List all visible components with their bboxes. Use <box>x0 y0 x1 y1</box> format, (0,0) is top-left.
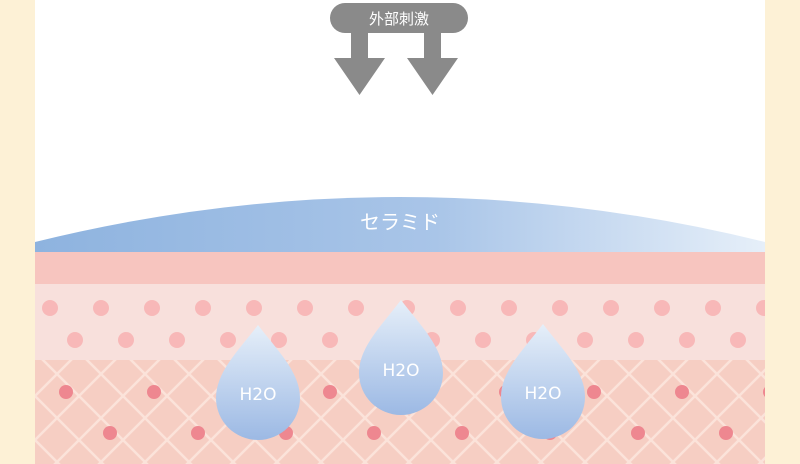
cell-dot <box>42 300 58 316</box>
cell-dots <box>42 300 765 348</box>
cell-dot <box>367 426 381 440</box>
cell-dot <box>450 300 466 316</box>
cell-dot <box>169 332 185 348</box>
cell-dot <box>322 332 338 348</box>
cell-dot <box>631 426 645 440</box>
water-droplet: H2O <box>501 324 585 439</box>
external-stimulus: 外部刺激 <box>330 3 468 95</box>
water-droplet: H2O <box>216 325 300 440</box>
water-droplets: H2O H2O H2O <box>216 300 585 440</box>
cell-dot <box>475 332 491 348</box>
cell-dot <box>628 332 644 348</box>
stimulus-badge <box>330 3 468 33</box>
left-margin <box>0 0 35 464</box>
diagram-svg: 外部刺激 セラミド <box>35 3 765 464</box>
cell-dot <box>756 300 765 316</box>
ceramide-label: セラミド <box>360 210 440 234</box>
cell-dot <box>59 385 73 399</box>
cell-dot <box>675 385 689 399</box>
cell-dot <box>603 300 619 316</box>
cell-dot <box>118 332 134 348</box>
droplet-label: H2O <box>383 361 420 381</box>
cell-dot <box>271 332 287 348</box>
cell-dot <box>195 300 211 316</box>
stratum-layer <box>35 252 765 284</box>
cell-dot <box>705 300 721 316</box>
cell-dot <box>587 385 601 399</box>
ceramide-barrier: セラミド <box>35 197 765 252</box>
cell-dot <box>654 300 670 316</box>
cell-dot <box>323 385 337 399</box>
water-droplet: H2O <box>359 300 443 415</box>
cell-dot <box>719 426 733 440</box>
arrow-right-icon <box>407 32 458 95</box>
cell-dot <box>501 300 517 316</box>
stimulus-label: 外部刺激 <box>369 10 429 28</box>
arrow-left-icon <box>334 32 385 95</box>
cell-dot <box>455 426 469 440</box>
cell-dot <box>577 332 593 348</box>
cell-dot <box>348 300 364 316</box>
cell-dot <box>297 300 313 316</box>
droplet-label: H2O <box>240 385 277 405</box>
cell-dot <box>220 332 236 348</box>
cell-dot <box>552 300 568 316</box>
cell-dot <box>103 426 117 440</box>
ceramide-arc <box>35 197 765 252</box>
cell-dot <box>147 385 161 399</box>
cell-dot <box>730 332 746 348</box>
right-margin <box>765 0 800 464</box>
cell-dot <box>191 426 205 440</box>
cell-dot <box>246 300 262 316</box>
cell-dot <box>763 387 765 397</box>
cell-dot <box>144 300 160 316</box>
droplet-label: H2O <box>525 384 562 404</box>
diagram-panel: 外部刺激 セラミド <box>35 0 765 464</box>
cell-dot <box>679 332 695 348</box>
cell-dot <box>67 332 83 348</box>
cell-dot <box>93 300 109 316</box>
